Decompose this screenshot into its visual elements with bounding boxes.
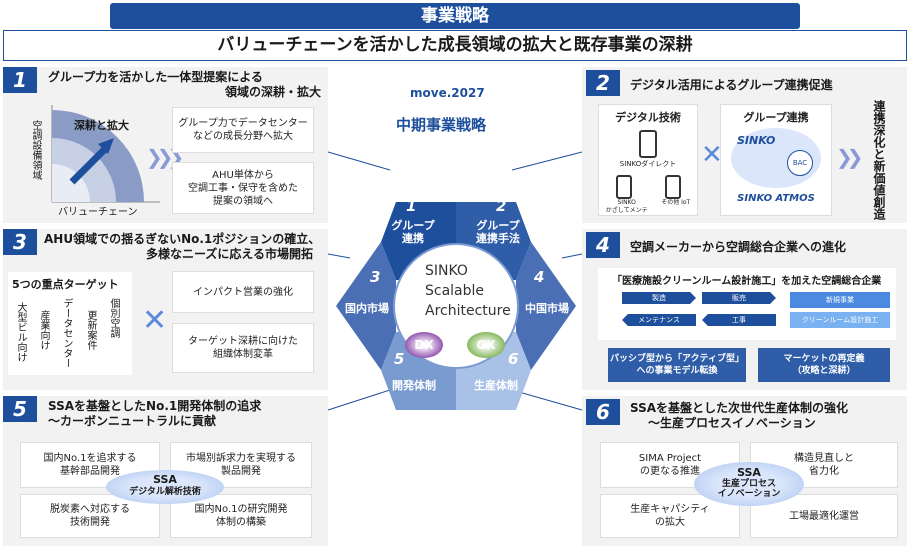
section-1-title-line2: 領域の深耕・拡大 xyxy=(225,85,322,99)
target-renewal: 更新案件 xyxy=(85,310,96,350)
dx-badge: DX xyxy=(405,332,443,358)
hex-4-number: 4 xyxy=(534,268,545,286)
brand-sinko-atmos: SINKO ATMOS xyxy=(737,193,815,204)
section-5-quadrant-1: 国内No.1を追求する 基幹部品開発 xyxy=(20,442,160,488)
flow-cleanroom: クリーンルーム設計施工 xyxy=(790,312,890,328)
section-5-center-title: SSA xyxy=(153,473,177,486)
section-3-cross-icon: ✕ xyxy=(142,303,168,338)
digital-tech-title: デジタル技術 xyxy=(615,111,681,124)
section-3-box-2: ターゲット深耕に向けた 組織体制変革 xyxy=(172,323,314,373)
section-6-center-ellipse: SSA 生産プロセス イノベーション xyxy=(694,462,804,506)
hex-segment-4 xyxy=(516,242,576,370)
section-3-number: 3 xyxy=(3,229,37,255)
section-4-title: 空調メーカーから空調総合企業への進化 xyxy=(630,240,847,254)
section-4-number: 4 xyxy=(586,232,620,258)
qr-phone-icon xyxy=(615,175,632,199)
gx-badge: GX xyxy=(467,332,505,358)
hex-3-number: 3 xyxy=(370,268,381,286)
section-5-title-line2: ～カーボンニュートラルに貢献 xyxy=(48,414,217,428)
section-2-number: 2 xyxy=(586,70,620,96)
group-circle: SINKO BAC xyxy=(731,128,821,188)
digital-tech-box: デジタル技術 SINKOダイレクト SINKO かざしてメンテ その他 IoT xyxy=(598,104,698,216)
section-3-title-line2: 多様なニーズに応える市場開拓 xyxy=(146,247,314,261)
hex-6-number: 6 xyxy=(508,350,519,368)
hex-segment-3 xyxy=(336,242,396,370)
section-6-center-subtitle: 生産プロセス イノベーション xyxy=(717,479,781,499)
flow-maintenance: メンテナンス xyxy=(622,314,696,326)
hex-2-label: グループ 連携手法 xyxy=(476,219,520,245)
hex-6-label: 生産体制 xyxy=(474,379,518,392)
section-1-box-1: グループ力でデータセンター などの成長分野へ拡大 xyxy=(172,107,314,153)
hex-5-label: 開発体制 xyxy=(392,379,436,392)
section-6-title-line2: ～生産プロセスイノベーション xyxy=(648,416,816,430)
section-1-box-2: AHU単体から 空調工事・保守を含めた 提案の領域へ xyxy=(172,162,314,214)
section-1-y-axis-label: 空調設備領域 xyxy=(30,120,41,180)
iot-phone-icon xyxy=(664,175,681,199)
flow-construction: 工事 xyxy=(702,314,776,326)
section-2-title: デジタル活用によるグループ連携促進 xyxy=(630,78,833,92)
brand-sinko: SINKO xyxy=(737,134,776,147)
bac-logo-icon: BAC xyxy=(787,150,813,176)
section-5-center-ellipse: SSA デジタル解析技術 xyxy=(106,470,224,504)
section-6-number: 6 xyxy=(586,399,620,425)
center-plan: 中期事業戦略 xyxy=(396,116,487,134)
target-datacenter: データセンター xyxy=(61,298,72,368)
section-1-arrow-label: 深耕と拡大 xyxy=(74,119,129,132)
group-collab-title: グループ連携 xyxy=(743,111,809,124)
hex-3-label: 国内市場 xyxy=(345,302,389,315)
target-large-building: 大型ビル向け xyxy=(15,302,26,362)
flow-new-business: 新規事業 xyxy=(790,292,890,308)
hex-4-label: 中国市場 xyxy=(525,302,569,315)
section-4-box-2: マーケットの再定義 （攻略と深耕） xyxy=(758,348,890,382)
section-2-side-label: 連携深化と新価値創造 xyxy=(872,100,886,220)
section-3-title-line1: AHU領域での揺るぎないNo.1ポジションの確立、 xyxy=(44,232,321,246)
target-individual-ac: 個別空調 xyxy=(108,298,119,338)
hex-2-number: 2 xyxy=(496,197,507,215)
phone-icon xyxy=(639,130,657,158)
section-4-box-1: パッシブ型から「アクティブ型」 への事業モデル転換 xyxy=(608,348,746,382)
quarter-circle-graphic xyxy=(51,105,160,203)
target-industrial: 産業向け xyxy=(38,310,49,350)
section-6-quadrant-4: 工場最適化運営 xyxy=(750,494,898,538)
section-3-box-1: インパクト営業の強化 xyxy=(172,271,314,313)
connector-lines xyxy=(327,151,583,411)
header-title: 事業戦略 xyxy=(110,3,800,29)
section-1-number: 1 xyxy=(3,67,37,93)
section-3-targets-title: 5つの重点ターゲット xyxy=(12,278,119,291)
flow-manufacturing: 製造 xyxy=(622,292,696,304)
app-3-label: その他 IoT xyxy=(661,199,691,206)
section-5-center-subtitle: デジタル解析技術 xyxy=(129,487,201,497)
section-6-center-title: SSA xyxy=(737,466,761,479)
group-collab-box: グループ連携 SINKO BAC SINKO ATMOS xyxy=(720,104,832,216)
header-subtitle: バリューチェーンを活かした成長領域の拡大と既存事業の深耕 xyxy=(3,30,907,61)
section-3-targets-box xyxy=(8,272,132,375)
sinko-line-1: SINKO xyxy=(425,263,468,279)
hex-1-label: グループ 連携 xyxy=(391,219,435,245)
sinko-line-2: Scalable xyxy=(425,283,485,299)
center-move: move.2027 xyxy=(410,86,485,100)
section-2-chevron-icon: ❯❯ xyxy=(836,145,863,169)
app-2-label: SINKO かざしてメンテ xyxy=(605,199,648,214)
section-1-x-axis-label: バリューチェーン xyxy=(58,207,138,218)
section-4-banner: 「医療施設クリーンルーム設計施工」を加えた空調総合企業 xyxy=(612,276,882,287)
flow-sales: 販売 xyxy=(702,292,776,304)
app-1-label: SINKOダイレクト xyxy=(619,160,677,168)
section-5-title-line1: SSAを基盤としたNo.1開発体制の追求 xyxy=(48,399,262,413)
hex-5-number: 5 xyxy=(394,350,405,368)
section-2-cross-icon: ✕ xyxy=(701,140,723,170)
hex-1-number: 1 xyxy=(406,197,417,215)
section-6-title-line1: SSAを基盤とした次世代生産体制の強化 xyxy=(630,401,849,415)
section-1-title-line1: グループ力を活かした一体型提案による xyxy=(48,70,263,84)
section-5-number: 5 xyxy=(3,396,37,422)
sinko-line-3: Architecture xyxy=(425,303,511,319)
